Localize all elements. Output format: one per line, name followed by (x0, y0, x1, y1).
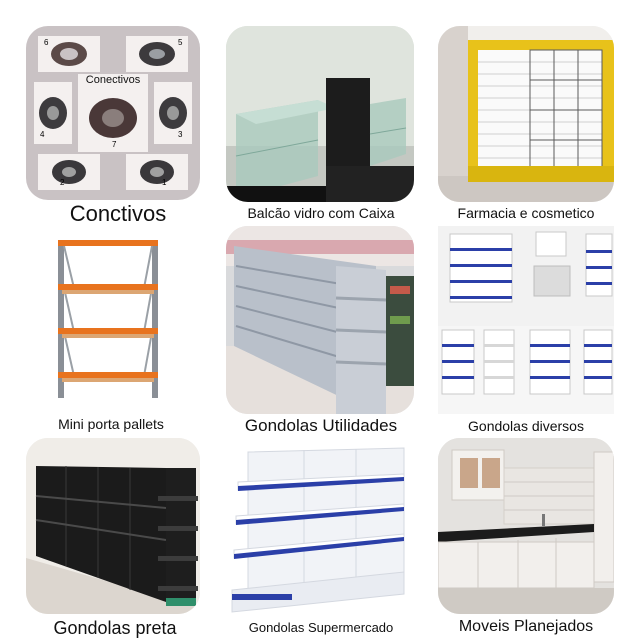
assorted-gondolas-image (438, 226, 614, 414)
connector-number-7: 7 (112, 140, 117, 149)
caption-gondolas-supermercado: Gondolas Supermercado (248, 620, 394, 635)
caption-conectivos: Conctivos (69, 201, 167, 226)
caption-gondolas-utilidades: Gondolas Utilidades (244, 416, 398, 435)
black-gondola-image (26, 438, 200, 614)
caption-moveis-planejados: Moveis Planejados (458, 618, 594, 635)
connector-number-1: 1 (162, 178, 167, 187)
product-tile-moveis-planejados[interactable] (438, 438, 614, 614)
pharmacy-shelf-image (438, 26, 614, 202)
caption-balcao-vidro: Balcão vidro com Caixa (247, 205, 395, 221)
connector-number-2: 2 (60, 178, 65, 187)
connector-number-5: 5 (178, 38, 183, 47)
pallet-rack-image (58, 240, 158, 398)
conectivos-inner-title: Conectivos (85, 74, 141, 86)
utility-gondola-image (226, 226, 414, 414)
caption-gondolas-preta: Gondolas preta (53, 618, 177, 638)
supermarket-gondola-image (231, 447, 405, 613)
connector-number-4: 4 (40, 130, 45, 139)
caption-gondolas-diversos: Gondolas diversos (468, 418, 584, 434)
glass-counter-image (226, 26, 414, 202)
conectivos-image (34, 36, 192, 190)
product-tile-gondolas-preta[interactable] (26, 438, 200, 614)
connector-number-3: 3 (178, 130, 183, 139)
product-tile-gondolas-diversos[interactable] (438, 226, 614, 414)
caption-porta-pallets: Mini porta pallets (58, 416, 164, 432)
product-tile-gondolas-supermercado[interactable] (228, 444, 410, 614)
product-tile-porta-pallets[interactable] (44, 232, 172, 402)
product-tile-farmacia[interactable] (438, 26, 614, 202)
product-tile-gondolas-utilidades[interactable] (226, 226, 414, 414)
product-tile-conectivos[interactable]: Conectivos 6 5 4 3 7 2 1 (26, 26, 200, 200)
caption-farmacia: Farmacia e cosmetico (457, 205, 595, 221)
connector-number-6: 6 (44, 38, 49, 47)
product-tile-balcao-vidro[interactable] (226, 26, 414, 202)
kitchen-furniture-image (438, 438, 614, 614)
